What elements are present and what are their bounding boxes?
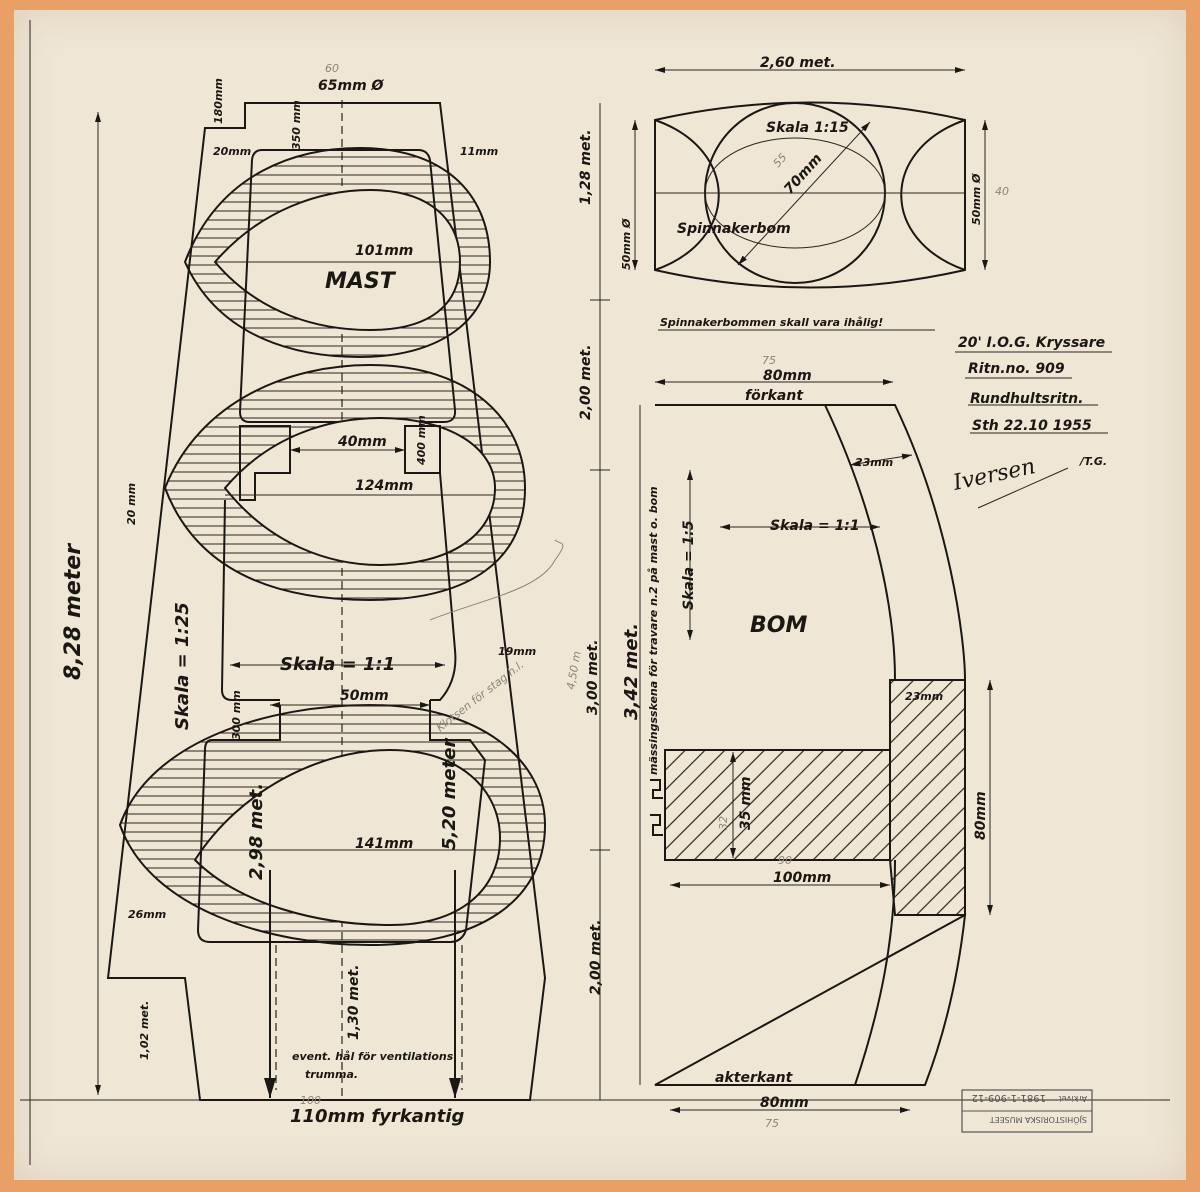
mast-length-label: 8,28 meter bbox=[61, 543, 86, 680]
project-name: 20' I.O.G. Kryssare bbox=[958, 335, 1105, 351]
dim-298: 2,98 met. bbox=[246, 783, 267, 880]
place-date: Sth 22.10 1955 bbox=[972, 418, 1092, 434]
boom-drawing: 80mm 75 förkant 23mm Skala = 1:1 Skala =… bbox=[621, 354, 993, 1130]
vent-note-2: trumma. bbox=[305, 1068, 358, 1081]
dim-124: 124mm bbox=[355, 478, 413, 494]
dim-11: 11mm bbox=[460, 145, 498, 158]
spinnaker-end-left bbox=[654, 119, 720, 271]
boom-dim-35-pencil: 32 bbox=[717, 816, 730, 830]
boom-akterkant: akterkant bbox=[715, 1070, 794, 1086]
dimension-line bbox=[849, 453, 913, 467]
spinnaker-diameter-line bbox=[737, 121, 871, 266]
dim-350: 350 mm bbox=[290, 100, 303, 150]
dim-40: 40mm bbox=[337, 434, 387, 450]
dim-102: 1,02 met. bbox=[138, 1001, 151, 1060]
pencil-annotation-curve bbox=[429, 539, 564, 621]
mast-section-bottom-inner bbox=[193, 748, 502, 927]
boom-scale-1-1: Skala = 1:1 bbox=[770, 518, 860, 534]
boom-section-web bbox=[664, 749, 891, 861]
mast-drawing bbox=[95, 100, 610, 1101]
scale-1-1-mast: Skala = 1:1 bbox=[280, 654, 395, 675]
boom-title: BOM bbox=[750, 613, 807, 638]
spinnaker-scale: Skala 1:15 bbox=[766, 120, 849, 136]
scale-1-25: Skala = 1:25 bbox=[172, 602, 193, 730]
initials: /T.G. bbox=[1078, 455, 1107, 468]
dim-180: 180mm bbox=[212, 78, 225, 124]
mast-section-mid-body bbox=[220, 472, 457, 701]
spinnaker-dia-pencil: 55 bbox=[771, 151, 790, 170]
dim-141: 141mm bbox=[355, 836, 413, 852]
stamp-archive-number: 1981-1-909-12 bbox=[972, 1092, 1046, 1103]
mast-section-mid-inner bbox=[223, 416, 497, 567]
boom-length: 3,42 met. bbox=[621, 623, 642, 720]
stamp-museum: SJÖHISTORISKA MUSEET bbox=[990, 1115, 1087, 1125]
rail-profile bbox=[650, 779, 663, 836]
boom-height-80: 80mm bbox=[973, 791, 989, 840]
pencil-note: Klotsen för stag h.l. bbox=[434, 658, 526, 734]
dim-300: 300 mm bbox=[230, 690, 243, 740]
dim-20-side: 20 mm bbox=[125, 483, 138, 525]
boom-scale-1-5: Skala = 1:5 bbox=[681, 520, 697, 610]
dim-19: 19mm bbox=[498, 645, 536, 658]
top-diameter-pencil: 60 bbox=[325, 62, 339, 75]
title-block: 20' I.O.G. Kryssare Ritn.no. 909 Rundhul… bbox=[950, 335, 1112, 509]
top-diameter-label: 65mm Ø bbox=[318, 78, 385, 94]
spinnaker-end-right-pencil: 40 bbox=[995, 185, 1009, 198]
mast-base-pencil: 100 bbox=[300, 1094, 321, 1107]
museum-stamp: SJÖHISTORISKA MUSEET Arkivet 1981-1-909-… bbox=[961, 1089, 1093, 1133]
mast-base-label: 110mm fyrkantig bbox=[290, 1106, 464, 1127]
boom-top-width: 80mm bbox=[763, 368, 812, 384]
stamp-archive-label: Arkivet bbox=[1059, 1094, 1087, 1103]
boom-dim-23a: 23mm bbox=[855, 456, 893, 469]
dim-26: 26mm bbox=[128, 908, 166, 921]
dim-20: 20mm bbox=[213, 145, 251, 158]
boom-dim-100-pencil: 90 bbox=[778, 854, 792, 867]
mast-title: MAST bbox=[325, 269, 397, 294]
spinnaker-end-left-dia: 50mm Ø bbox=[620, 218, 633, 270]
spinnaker-dia: 70mm bbox=[781, 151, 825, 198]
spinnaker-end-right bbox=[900, 119, 966, 271]
dim-400: 400 mm bbox=[415, 415, 428, 466]
boom-bottom-width: 80mm bbox=[760, 1095, 809, 1111]
signature-stroke bbox=[977, 467, 1069, 509]
signature: Iversen bbox=[950, 454, 1037, 496]
dim-520: 5,20 meter bbox=[439, 738, 460, 850]
mast-profile bbox=[106, 102, 547, 1101]
drawing-number: Ritn.no. 909 bbox=[968, 361, 1065, 377]
segment-128: 1,28 met. bbox=[578, 129, 594, 205]
dim-101: 101mm bbox=[355, 243, 413, 259]
boom-forkant: förkant bbox=[745, 388, 804, 404]
segment-200-top: 2,00 met. bbox=[578, 344, 594, 420]
dim-50: 50mm bbox=[340, 688, 389, 704]
boom-rail-note: mässingsskena för travare n.2 på mast o.… bbox=[647, 486, 660, 775]
boom-dim-35: 35 mm bbox=[738, 776, 754, 830]
spinnaker-note: Spinnakerbommen skall vara ihålig! bbox=[660, 316, 883, 329]
vent-note-1: event. hål för ventilations bbox=[292, 1050, 454, 1063]
boom-inner-curve bbox=[824, 404, 896, 1086]
segment-200-bottom: 2,00 met. bbox=[588, 919, 604, 995]
boom-outline bbox=[654, 404, 967, 1086]
pencil-450: 4,50 m bbox=[564, 650, 584, 690]
boom-section-flange bbox=[889, 679, 966, 916]
boom-top-width-pencil: 75 bbox=[762, 354, 776, 367]
boom-dim-23b: 23mm bbox=[905, 690, 943, 703]
boom-bottom-width-pencil: 75 bbox=[765, 1117, 779, 1130]
boom-dim-100: 100mm bbox=[773, 870, 831, 886]
spinnaker-pole-drawing: 2,60 met. Skala 1:15 70mm 55 Spinnakerbo… bbox=[620, 55, 1009, 331]
spinnaker-length: 2,60 met. bbox=[760, 55, 836, 71]
spinnaker-end-right-dia: 50mm Ø bbox=[970, 173, 983, 225]
drawing-name: Rundhultsritn. bbox=[970, 391, 1083, 407]
mast-section-bottom-rect bbox=[196, 700, 487, 943]
dim-130: 1,30 met. bbox=[346, 964, 362, 1040]
spinnaker-label: Spinnakerbom bbox=[677, 221, 791, 237]
segment-300: 3,00 met. bbox=[585, 639, 601, 715]
